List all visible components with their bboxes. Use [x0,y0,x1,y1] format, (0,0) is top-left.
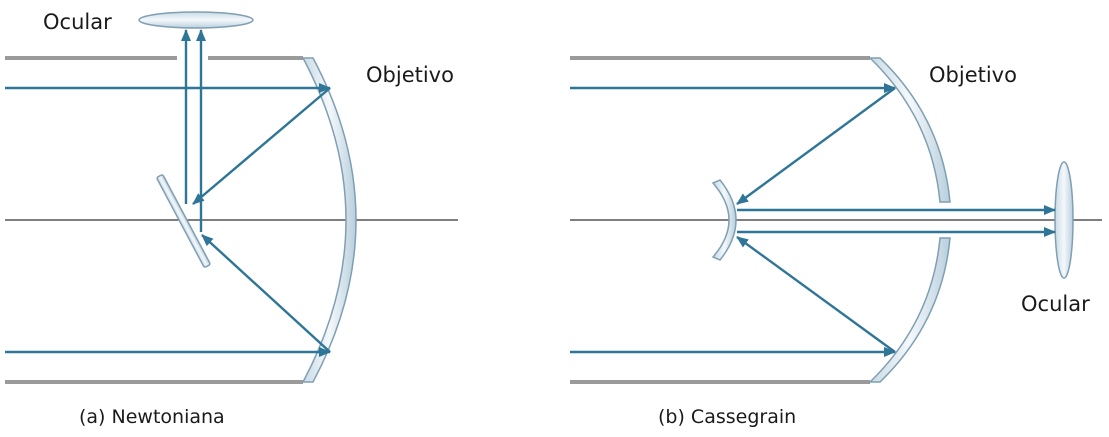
light-rays-a [5,29,331,357]
eyepiece-lens-a [138,11,254,29]
eyepiece-lens-b [1054,161,1074,279]
caption-a: (a) Newtoniana [79,406,225,428]
primary-mirror-a [301,57,357,383]
eyepiece-label-a: Ocular [43,10,112,34]
light-rays-b [570,83,1056,357]
primary-mirror-b-upper [868,57,951,203]
eyepiece-label-b: Ocular [1021,292,1090,316]
objective-label-a: Objetivo [366,63,454,87]
diagonal-mirror-a [156,174,211,268]
caption-b: (b) Cassegrain [658,406,796,428]
panel-cassegrain: Objetivo Ocular (b) Cassegrain [570,56,1102,428]
primary-mirror-b-lower [868,237,951,383]
objective-label-b: Objetivo [929,63,1017,87]
panel-newtonian: Ocular Objetivo (a) Newtoniana [5,10,458,428]
secondary-mirror-b [711,179,737,261]
